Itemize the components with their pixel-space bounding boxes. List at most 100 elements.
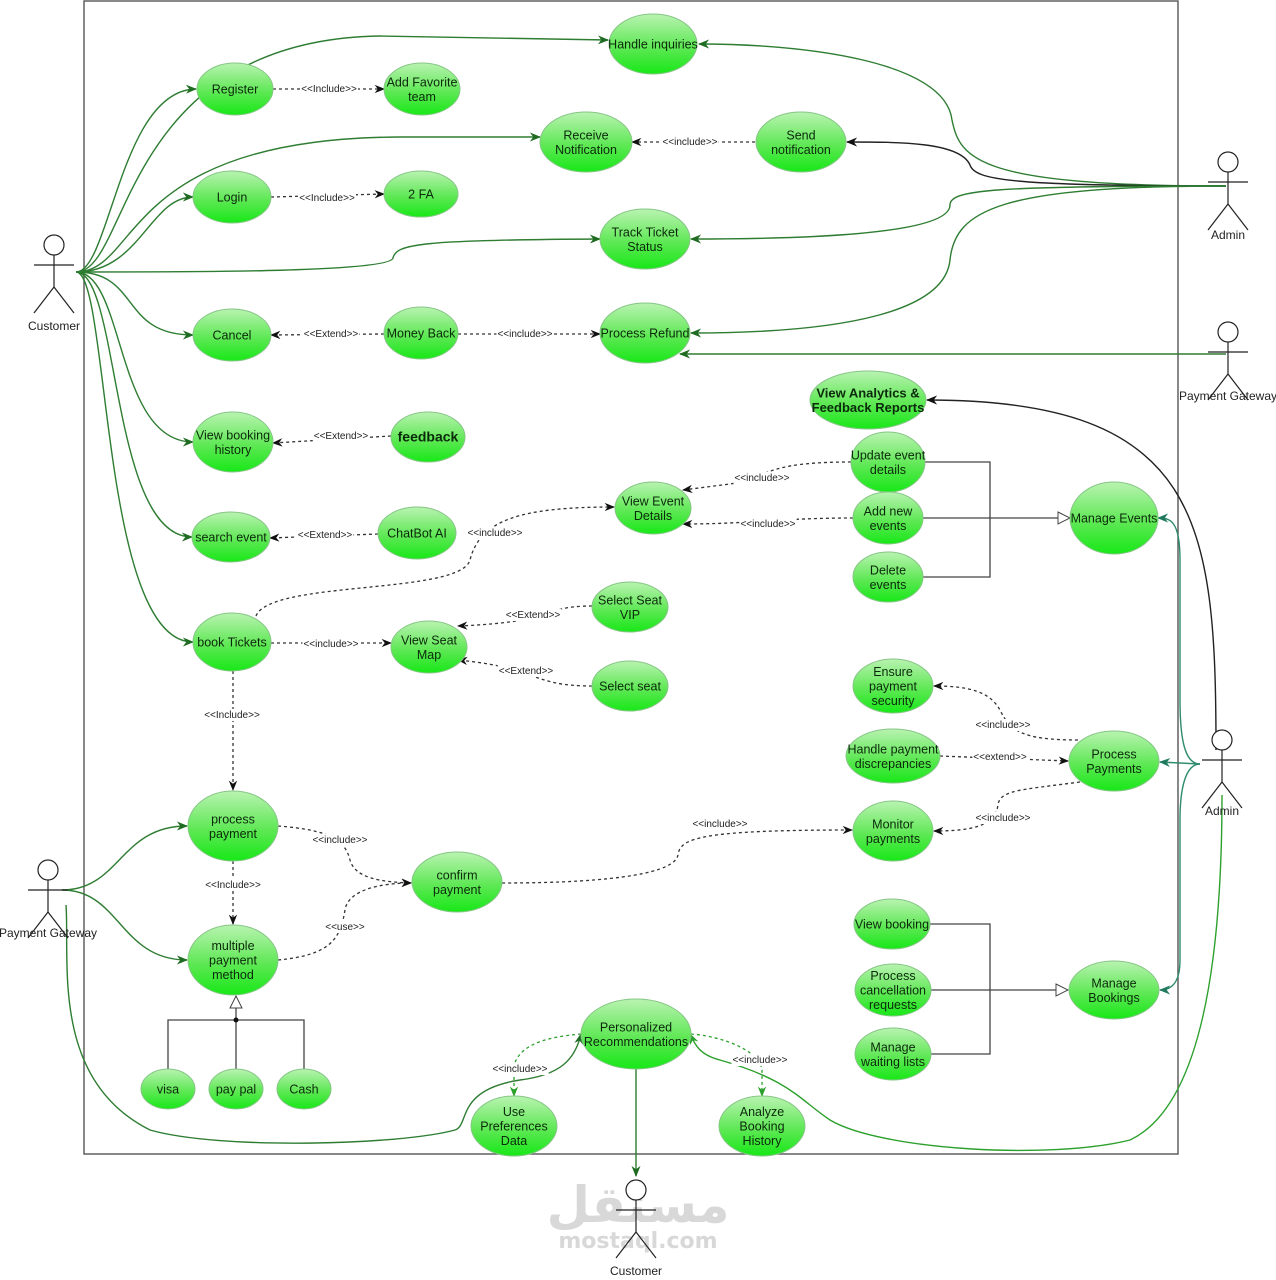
usecase-label: View Analytics & — [816, 385, 919, 400]
usecase-select-seat[interactable]: Select seat — [591, 660, 669, 712]
usecase-ellipse — [383, 170, 459, 218]
usecase-view-booking[interactable]: View booking — [853, 898, 931, 950]
relation-label-bg — [731, 1054, 789, 1066]
usecase-label: View Seat — [401, 633, 458, 647]
usecase-label: View Event — [622, 494, 685, 508]
actor-customer-bottom[interactable]: Customer — [610, 1179, 662, 1278]
usecase-two-fa[interactable]: 2 FA — [383, 170, 459, 218]
usecase-label: Add Favorite — [387, 75, 458, 89]
usecase-label: Analyze — [740, 1105, 785, 1119]
usecase-ellipse — [845, 728, 941, 784]
assoc-admin-process-refund — [689, 185, 1227, 338]
relation-labels-layer: <<Include>><<include>><<Include>><<Exten… — [203, 83, 1032, 1075]
usecase-label: 2 FA — [408, 188, 434, 202]
usecase-ellipse — [852, 551, 924, 603]
actor-payment-gateway-left[interactable]: Payment Gateway — [0, 859, 97, 940]
usecase-feedback[interactable]: feedback — [390, 411, 466, 463]
usecase-money-back[interactable]: Money Back — [383, 306, 459, 360]
actor-leg-icon — [1207, 373, 1229, 401]
usecase-ellipse — [614, 481, 692, 535]
usecase-ellipse — [608, 13, 698, 75]
usecase-chatbot-ai[interactable]: ChatBot AI — [377, 506, 457, 560]
usecase-ellipse — [1068, 730, 1160, 792]
rel-process-include-confirm — [277, 825, 413, 887]
usecase-ellipse — [187, 924, 279, 996]
usecase-label: Status — [627, 240, 662, 254]
assoc-customer-book-tickets — [75, 271, 195, 647]
assoc-admin-view-analytics — [925, 395, 1217, 751]
usecase-ellipse — [140, 1068, 196, 1110]
assoc-admin-send-notification — [845, 137, 1227, 187]
relation-label-disc-pp: <<extend>> — [973, 752, 1027, 763]
usecase-view-analytics[interactable]: View Analytics &Feedback Reports — [809, 370, 927, 430]
usecase-search-event[interactable]: search event — [191, 511, 271, 563]
usecase-label: payment — [433, 883, 481, 897]
usecase-book-tickets[interactable]: book Tickets — [192, 612, 272, 672]
actor-payment-gateway-right[interactable]: Payment Gateway — [1179, 321, 1276, 403]
usecase-label: Cancel — [213, 329, 252, 343]
actor-label: Admin — [1211, 228, 1245, 242]
usecase-label: Monitor — [872, 817, 914, 831]
usecase-register[interactable]: Register — [196, 62, 274, 116]
relation-label-bg — [497, 665, 555, 677]
usecase-visa[interactable]: visa — [140, 1068, 196, 1110]
relation-label-bg — [974, 812, 1032, 824]
usecase-ellipse — [591, 660, 669, 712]
actor-admin-right[interactable]: Admin — [1201, 729, 1243, 818]
actor-label: Payment Gateway — [0, 926, 97, 940]
actor-customer-left[interactable]: Customer — [28, 234, 80, 333]
gen-bracket-manage-events — [923, 461, 991, 578]
usecase-login[interactable]: Login — [192, 170, 272, 224]
usecase-ellipse — [599, 208, 691, 270]
usecase-pay-pal[interactable]: pay pal — [208, 1068, 264, 1110]
actor-admin-top[interactable]: Admin — [1207, 151, 1249, 242]
relation-label-book-process: <<Include>> — [204, 710, 260, 721]
usecase-label: discrepancies — [855, 757, 931, 771]
usecase-label: Data — [501, 1134, 527, 1148]
usecase-ellipse — [854, 1027, 932, 1081]
usecase-cancel[interactable]: Cancel — [192, 308, 272, 362]
relation-label-multi-confirm: <<use>> — [325, 922, 365, 933]
usecase-label: Process — [1091, 747, 1136, 761]
usecase-manage-events[interactable]: Manage Events — [1069, 481, 1159, 555]
usecase-ellipse — [852, 800, 934, 862]
assoc-pg-process-payment — [61, 821, 189, 891]
actor-label: Customer — [610, 1264, 662, 1278]
actor-leg-icon — [53, 286, 75, 314]
relation-label-bg — [466, 527, 524, 539]
usecase-label: payment — [209, 827, 257, 841]
usecase-label: Register — [212, 83, 259, 97]
relation-label-bg — [203, 709, 261, 721]
usecase-cash[interactable]: Cash — [276, 1068, 332, 1110]
usecase-handle-inquiries[interactable]: Handle inquiries — [608, 13, 698, 75]
usecase-process-refund[interactable]: Process Refund — [599, 302, 691, 364]
usecase-ellipse — [192, 170, 272, 224]
relation-label-bg — [300, 83, 358, 95]
usecase-ellipse — [853, 898, 931, 950]
